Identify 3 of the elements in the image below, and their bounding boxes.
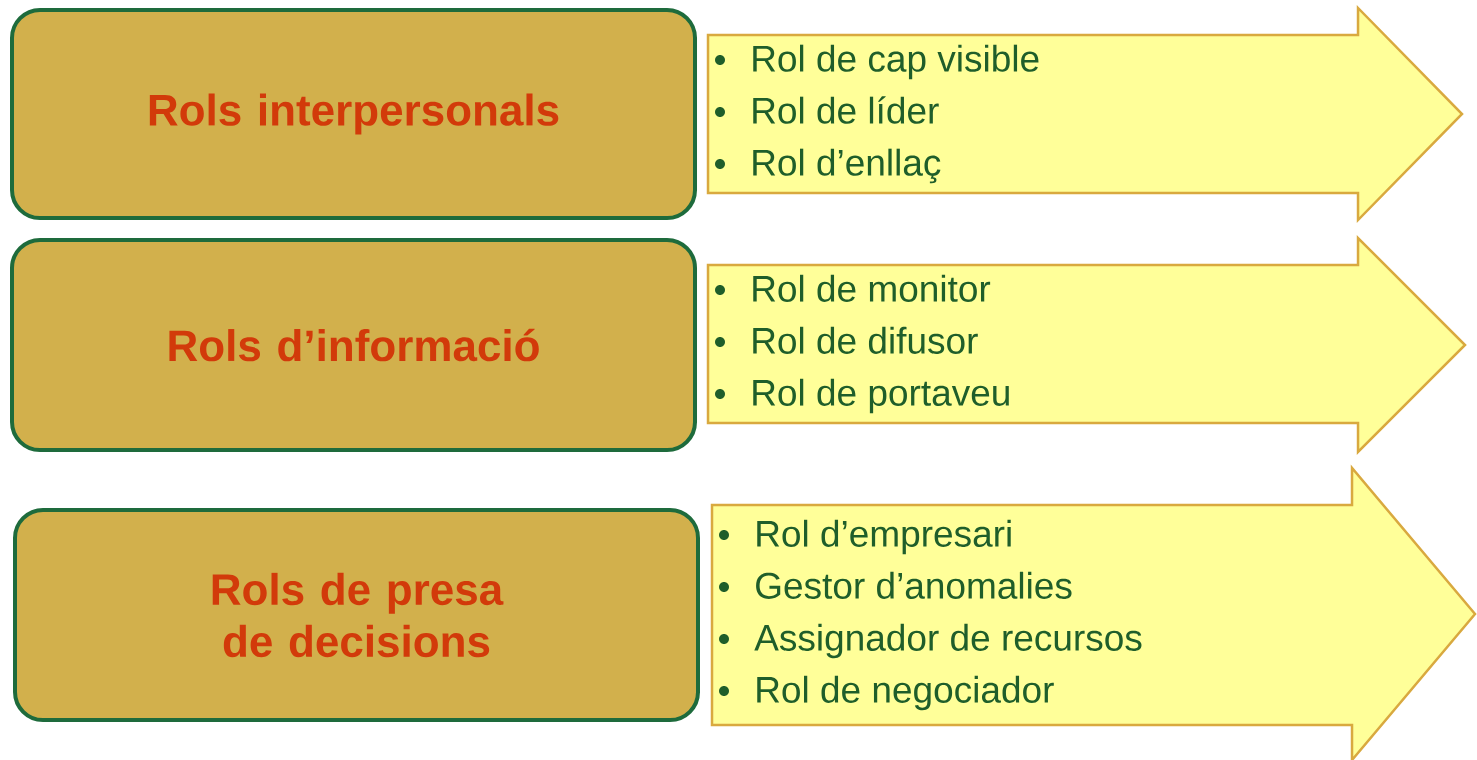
title-box: Rols d’informació bbox=[10, 238, 697, 452]
title-box: Rols de presa de decisions bbox=[13, 508, 700, 722]
title-box: Rols interpersonals bbox=[10, 8, 697, 220]
